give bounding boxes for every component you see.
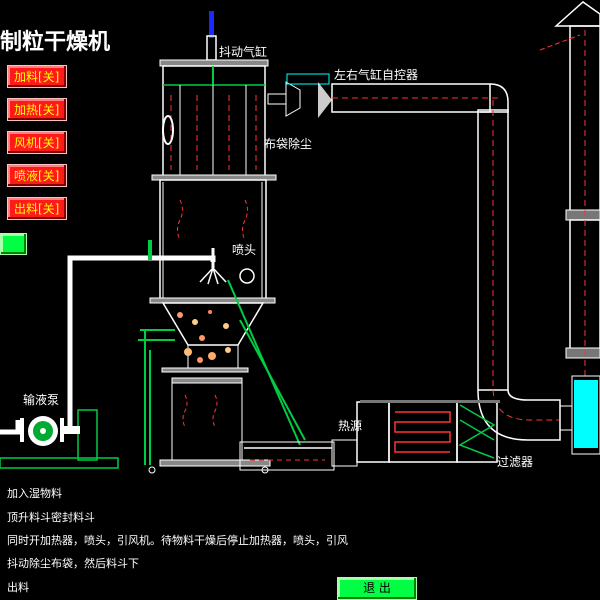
step-2: 顶升料斗密封料斗: [7, 511, 95, 524]
top-mast: [209, 11, 214, 38]
spray-toggle-button[interactable]: 喷液[关]: [7, 164, 67, 187]
feed-toggle-button[interactable]: 加料[关]: [7, 65, 67, 88]
step-4: 抖动除尘布袋，然后料斗下: [7, 557, 139, 570]
bag-filter-label: 布袋除尘: [264, 137, 313, 151]
fan-toggle-button[interactable]: 风机[关]: [7, 131, 67, 154]
step-3: 同时开加热器，喷头，引风机。待物料干燥后停止加热器，喷头，引风: [7, 534, 348, 547]
page-title: 制粒干燥机: [0, 30, 111, 55]
exit-button[interactable]: 退 出: [337, 577, 417, 600]
heater-filter-unit: [239, 400, 500, 471]
heat-toggle-button[interactable]: 加热[关]: [7, 98, 67, 121]
chimney-stack: [539, 1, 600, 455]
step-5: 出料: [7, 581, 29, 594]
discharge-toggle-button[interactable]: 出料[关]: [7, 197, 67, 220]
drying-chamber: [149, 179, 276, 304]
heat-source-label: 热源: [338, 419, 363, 433]
bag-filter-housing: [151, 59, 277, 181]
step-1: 加入湿物料: [7, 487, 62, 500]
fluid-bed-cone: [148, 302, 271, 474]
filter-label: 过滤器: [497, 455, 534, 469]
nozzle-spray: [199, 267, 227, 285]
pump-unit: [0, 409, 119, 469]
shaker-cylinder-label: 抖动气缸: [219, 45, 268, 59]
top-mast-base: [206, 35, 217, 61]
exhaust-duct: [267, 73, 561, 441]
lr-cylinder-label: 左右气缸自控器: [334, 68, 419, 82]
start-button[interactable]: [0, 233, 27, 255]
nozzle-label: 喷头: [232, 243, 257, 257]
support-frame: [138, 279, 306, 465]
pump-label: 输液泵: [23, 393, 60, 407]
